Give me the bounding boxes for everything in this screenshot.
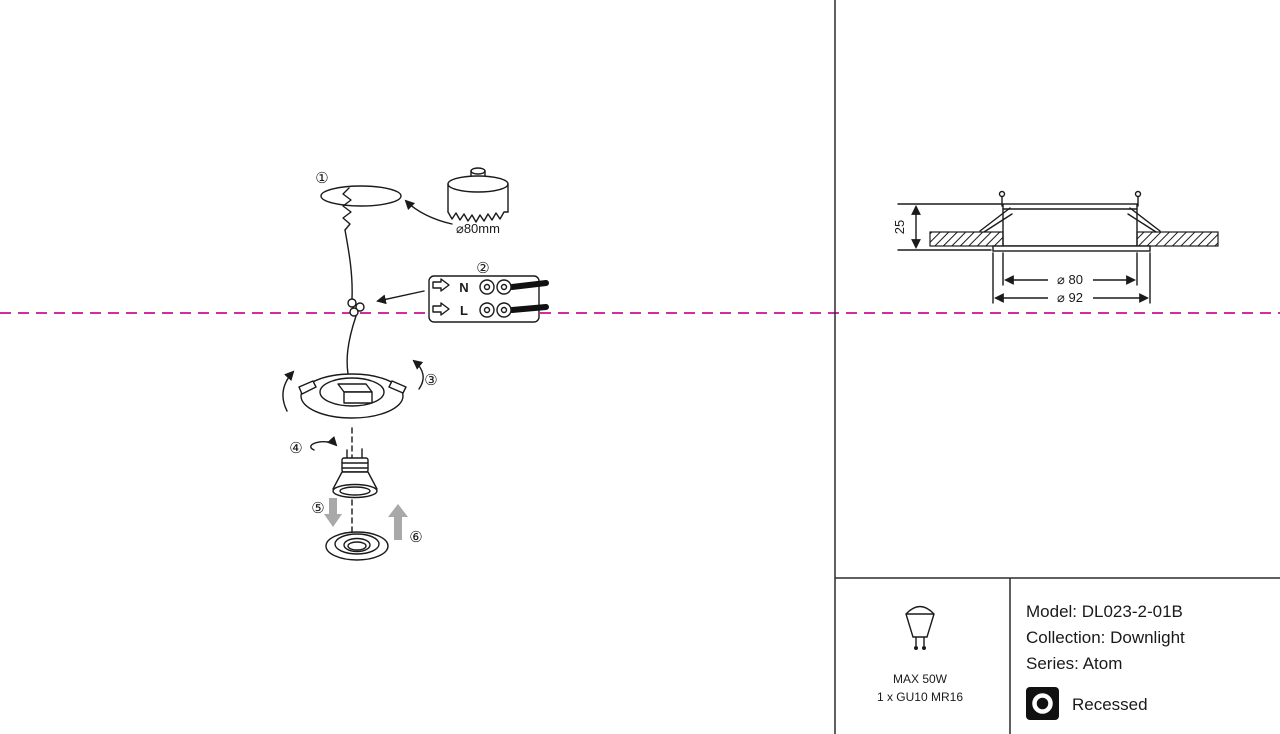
terminal-block: N L [428, 275, 549, 323]
collection-label: Collection: Downlight [1026, 628, 1185, 647]
recessed-icon [1026, 687, 1059, 720]
lamp-type-label: 1 x GU10 MR16 [877, 690, 963, 704]
wire-insert-arrow-n [432, 278, 450, 292]
outer-diameter-label: ⌀ 92 [1057, 290, 1083, 305]
ceiling-section-right [1136, 231, 1219, 247]
spring-clip-right [388, 380, 407, 394]
product-spec: Model: DL023-2-01B Collection: Downlight… [1026, 602, 1185, 720]
wire-insert-arrow-l [432, 302, 450, 316]
mounting-spring-left [979, 207, 1013, 233]
twist-arrow [310, 435, 338, 451]
cutout-diameter-label: ⌀ 80 [1057, 272, 1083, 287]
insert-down-arrow [324, 498, 342, 527]
series-label: Series: Atom [1026, 654, 1122, 673]
max-power-label: MAX 50W [893, 672, 948, 686]
connector-pointer-arrow [376, 290, 425, 305]
terminal-n-label: N [459, 280, 468, 295]
ceiling-section-left [929, 231, 1004, 247]
installation-diagram: ① ⌀80mm ② N [282, 167, 549, 561]
height-dimension: 25 [892, 203, 1002, 251]
housing-section [1002, 203, 1138, 247]
remove-up-arrow [388, 504, 408, 540]
fixture-housing [298, 373, 407, 419]
trim-ring [325, 531, 389, 561]
mounting-spring-right [1127, 207, 1161, 233]
terminal-l-label: L [460, 303, 468, 318]
trim-flange-section [992, 245, 1151, 252]
step-2-label: ② [476, 260, 489, 277]
rotate-arrow-left [282, 370, 295, 412]
step-6-label: ⑥ [409, 529, 422, 546]
gu10-bulb [332, 448, 378, 499]
step-5-label: ⑤ [311, 500, 324, 517]
hole-saw [447, 167, 509, 223]
dimension-drawing: 25 ⌀ 80 ⌀ 92 [892, 190, 1219, 305]
ceiling-hole [320, 185, 402, 207]
hole-size-label: ⌀80mm [456, 221, 500, 236]
outer-dimension: ⌀ 92 [992, 252, 1151, 305]
hole-size-leader-arrow [404, 199, 453, 225]
model-label: Model: DL023-2-01B [1026, 602, 1183, 621]
panel-borders [834, 0, 1280, 734]
height-dimension-label: 25 [892, 220, 907, 234]
power-cable [344, 229, 353, 300]
spring-clip-left [298, 380, 317, 395]
power-cable-spring [342, 187, 352, 231]
step-1-label: ① [315, 170, 328, 187]
lamp-spec: MAX 50W 1 x GU10 MR16 [877, 605, 963, 704]
gu10-lamp-icon [905, 605, 935, 650]
cutout-dimension: ⌀ 80 [1002, 252, 1138, 287]
step-3-label: ③ [424, 372, 437, 389]
rotate-arrow-right [412, 359, 424, 390]
step-4-label: ④ [289, 440, 302, 457]
mounting-label: Recessed [1072, 695, 1148, 714]
cable-to-fixture [346, 315, 357, 384]
wire-connector [347, 298, 365, 317]
